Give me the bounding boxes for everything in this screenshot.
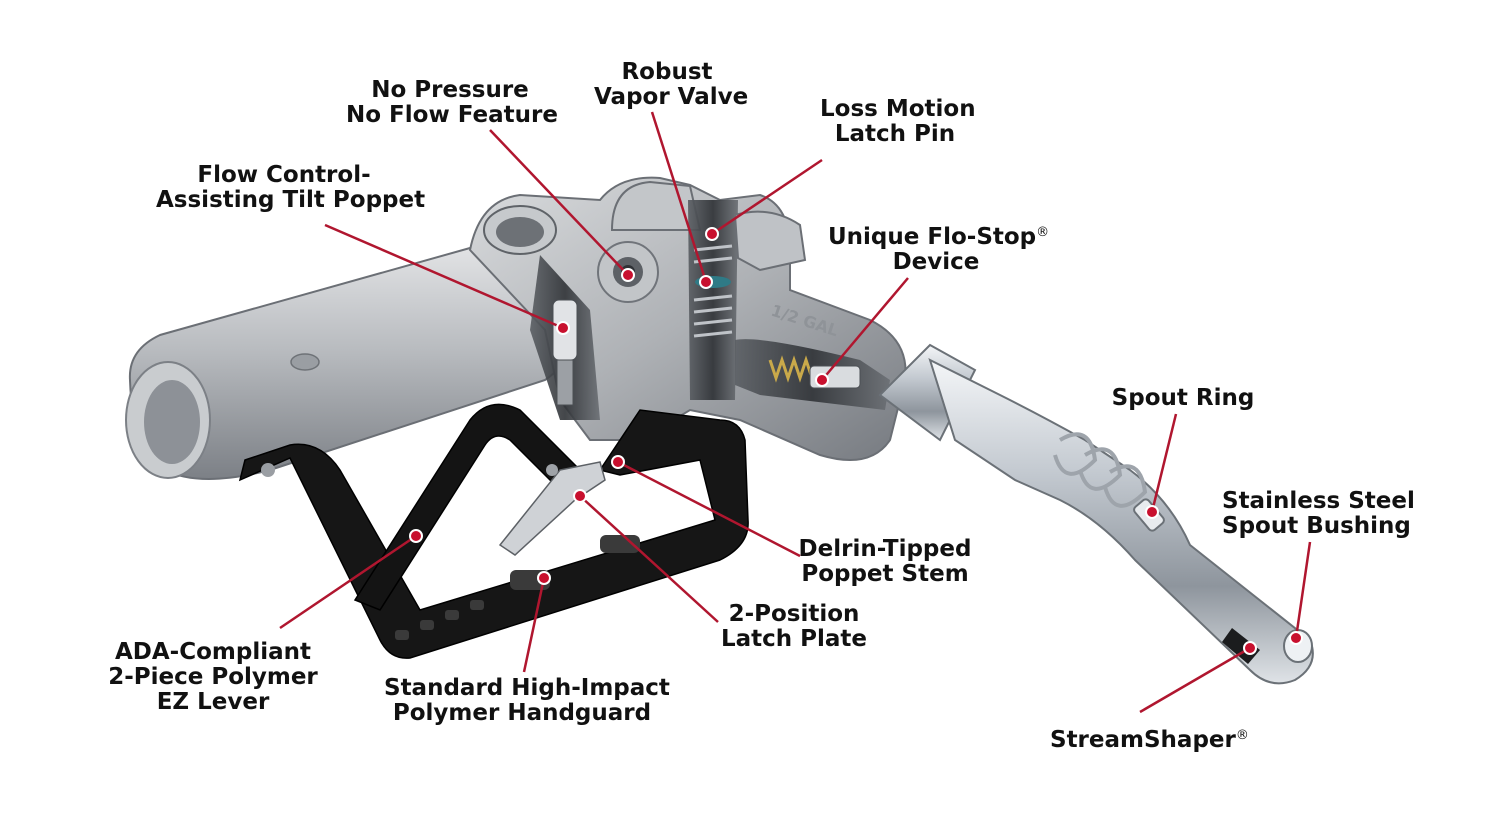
leader-dot-streamshaper [1243,641,1257,655]
leader-dot-latch-plate [573,489,587,503]
leader-line-flo-stop [821,277,909,381]
leader-line-no-pressure [489,129,629,276]
callout-leaders [279,111,1312,714]
leader-dot-robust-vapor [699,275,713,289]
nozzle-housing: 1/2 GAL [468,176,907,461]
leader-dot-flo-stop [815,373,829,387]
label-streamshaper: StreamShaper® [1050,727,1249,753]
label-spout-ring: Spout Ring [1111,385,1255,411]
leader-line-streamshaper [1139,646,1251,714]
leader-dot-loss-motion [705,227,719,241]
leader-line-handguard [522,577,546,673]
leader-dot-handguard [537,571,551,585]
leader-dot-spout-ring [1145,505,1159,519]
leader-line-stainless [1294,541,1312,639]
leader-line-ada [279,534,417,630]
leader-dot-ada [409,529,423,543]
leader-line-delrin [617,460,801,558]
leader-dot-flow-control [556,321,570,335]
spout-assembly [878,343,1314,685]
leader-dot-no-pressure [621,268,635,282]
leader-dot-stainless [1289,631,1303,645]
label-flow-control: Flow Control-Assisting Tilt Poppet [156,162,426,213]
leader-line-robust-vapor [650,111,708,283]
leader-line-loss-motion [711,158,823,236]
leader-line-flow-control [324,223,564,330]
leader-line-spout-ring [1150,413,1178,513]
leader-line-latch-plate [579,495,719,623]
handle-tube [125,244,566,480]
label-flo-stop: Unique Flo-Stop® Device [828,224,1050,275]
leader-dot-delrin [611,455,625,469]
latch-plate [498,461,606,556]
